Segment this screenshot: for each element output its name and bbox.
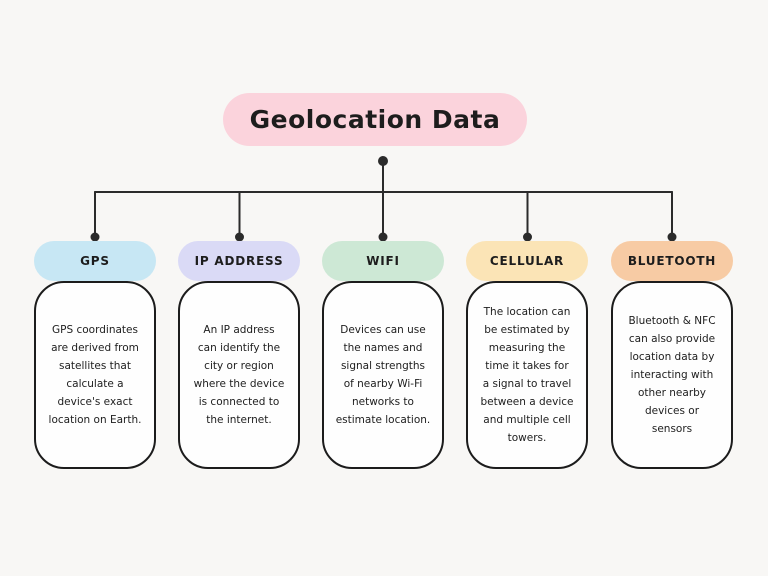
connector-dot	[378, 156, 388, 166]
branch-card-bluetooth: Bluetooth & NFC can also provide locatio…	[611, 281, 733, 469]
branch-card-cellular: The location can be estimated by measuri…	[466, 281, 588, 469]
branch-card-gps: GPS coordinates are derived from satelli…	[34, 281, 156, 469]
branch-description-bluetooth: Bluetooth & NFC can also provide locatio…	[628, 315, 716, 435]
branch-header-bluetooth: BLUETOOTH	[611, 241, 733, 281]
branch-bluetooth: BLUETOOTH Bluetooth & NFC can also provi…	[611, 241, 733, 469]
branch-description-cellular: The location can be estimated by measuri…	[480, 306, 574, 444]
branch-card-wifi: Devices can use the names and signal str…	[322, 281, 444, 469]
branch-header-ip-address: IP ADDRESS	[178, 241, 300, 281]
branch-wifi: WIFI Devices can use the names and signa…	[322, 241, 444, 469]
branch-ip-address: IP ADDRESS An IP address can identify th…	[178, 241, 300, 469]
branch-description-ip-address: An IP address can identify the city or r…	[193, 324, 285, 426]
branch-header-wifi: WIFI	[322, 241, 444, 281]
branch-card-ip-address: An IP address can identify the city or r…	[178, 281, 300, 469]
branch-header-cellular: CELLULAR	[466, 241, 588, 281]
connector-dots	[90, 156, 677, 242]
branch-description-gps: GPS coordinates are derived from satelli…	[48, 324, 142, 426]
connector-lines	[94, 160, 673, 238]
branch-header-gps: GPS	[34, 241, 156, 281]
branch-gps: GPS GPS coordinates are derived from sat…	[34, 241, 156, 469]
branch-description-wifi: Devices can use the names and signal str…	[335, 324, 431, 426]
branch-cellular: CELLULAR The location can be estimated b…	[466, 241, 588, 469]
diagram-title: Geolocation Data	[223, 93, 527, 146]
